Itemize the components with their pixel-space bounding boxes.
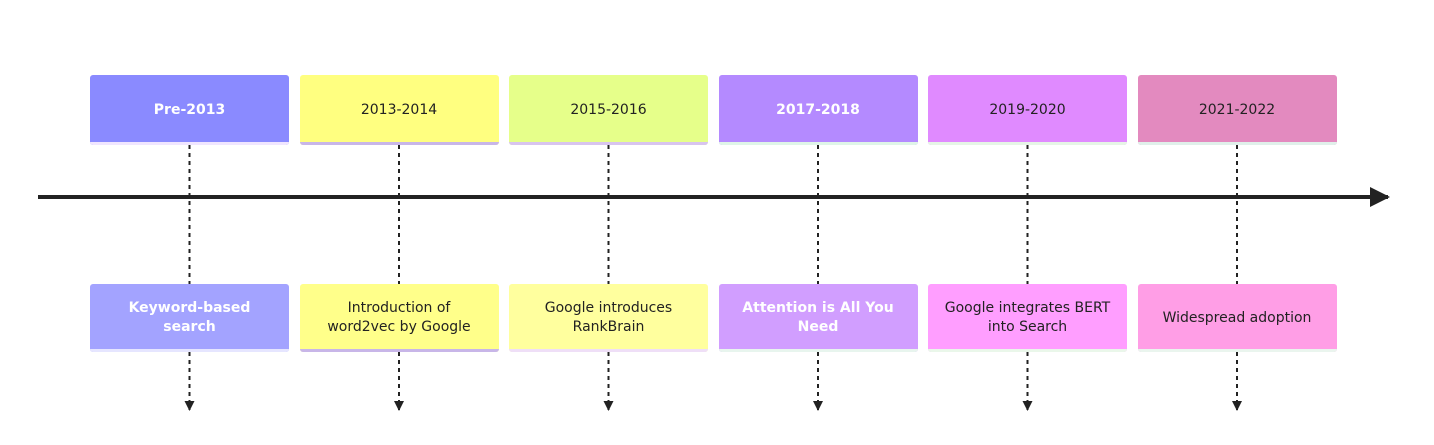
event-label: Introduction of word2vec by Google: [327, 300, 471, 335]
event-box-underline: [90, 349, 289, 352]
period-box: 2015-2016: [509, 75, 708, 145]
period-box: Pre-2013: [90, 75, 289, 145]
event-box: Widespread adoption: [1137, 284, 1337, 352]
period-box-underline: [928, 142, 1127, 145]
period-label: 2021-2022: [1198, 101, 1276, 118]
event-label: Widespread adoption: [1162, 309, 1312, 326]
period-box-underline: [1137, 142, 1337, 145]
event-box: Attention is All You Need: [718, 284, 918, 352]
period-label: Pre-2013: [153, 101, 226, 118]
period-label: 2013-2014: [360, 101, 438, 118]
event-box: Google integrates BERT into Search: [928, 284, 1127, 352]
event-box: Introduction of word2vec by Google: [299, 284, 499, 352]
period-label: 2015-2016: [570, 101, 647, 118]
period-box-underline: [90, 142, 289, 145]
event-box-underline: [928, 349, 1127, 352]
period-box-underline: [299, 142, 499, 145]
event-label: Keyword-based search: [128, 300, 251, 335]
event-label: Attention is All You Need: [742, 300, 894, 335]
period-box: 2013-2014: [299, 75, 499, 145]
event-box-underline: [299, 349, 499, 352]
event-box-underline: [1137, 349, 1337, 352]
timeline-connectors: [184, 145, 1242, 411]
period-box-underline: [718, 142, 918, 145]
event-label: Google integrates BERT into Search: [944, 300, 1111, 335]
period-box: 2017-2018: [718, 75, 918, 145]
event-box: Keyword-based search: [90, 284, 289, 352]
period-box-underline: [509, 142, 708, 145]
event-box: Google introduces RankBrain: [509, 284, 708, 352]
event-box-underline: [718, 349, 918, 352]
event-label: Google introduces RankBrain: [544, 300, 673, 335]
period-box: 2019-2020: [928, 75, 1127, 145]
period-box: 2021-2022: [1137, 75, 1337, 145]
event-box-underline: [509, 349, 708, 352]
period-label: 2019-2020: [989, 101, 1066, 118]
period-label: 2017-2018: [776, 101, 860, 118]
